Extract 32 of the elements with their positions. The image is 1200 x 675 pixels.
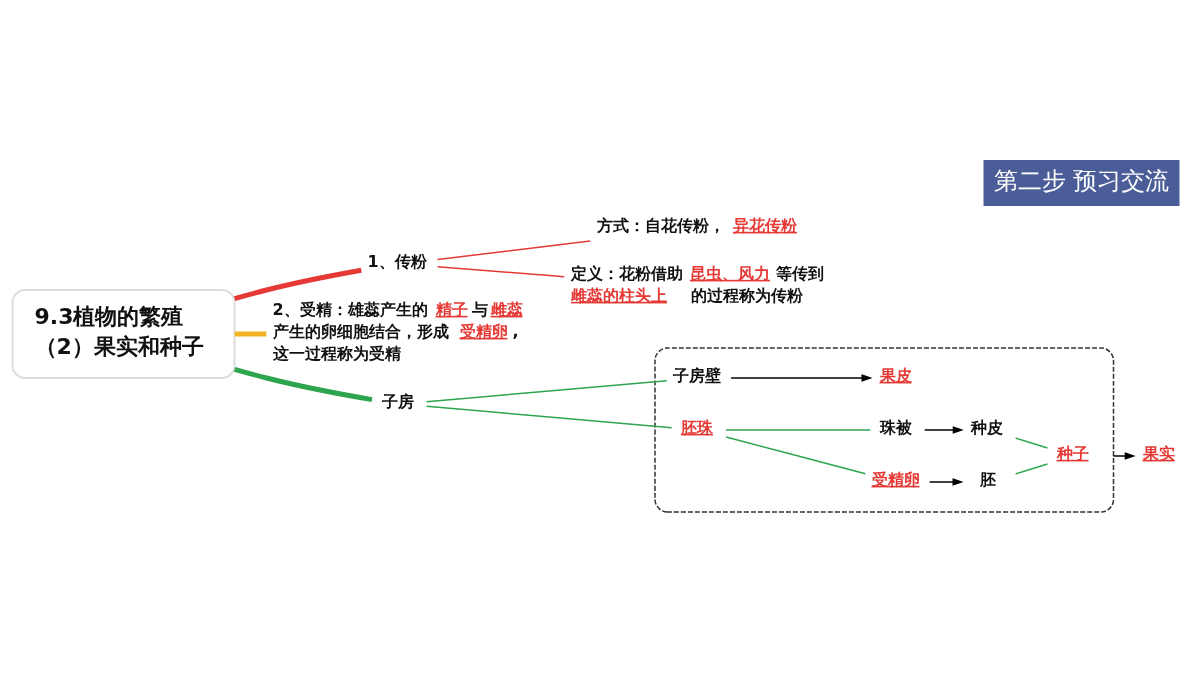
arrow [923,425,964,434]
node-text: 子房壁 [673,365,721,385]
connector [725,428,872,431]
connector [233,366,373,402]
diagram-title: 第二步 预习交流 [993,166,1170,195]
connector [1014,436,1049,449]
connector [725,435,867,475]
node-text: 定义：花粉借助昆虫、风力等传到雌蕊的柱头上的过程称为传粉 [571,263,824,305]
arrow [1112,451,1136,460]
connector [425,379,668,402]
node-text: 2、受精：雄蕊产生的精子与雌蕊产生的卵细胞结合，形成受精卵,这一过程称为受精 [272,299,523,363]
node-text: 胚 [979,469,996,489]
node-text: 受精卵 [871,469,920,489]
connector [234,331,267,336]
connector [1014,462,1049,475]
node-text: 子房 [381,391,414,411]
node-text: 果皮 [879,365,912,385]
arrow [730,373,873,382]
connector [436,239,591,260]
node-text: 种皮 [970,417,1003,437]
node-text: 果实 [1142,443,1175,463]
node-box: 9.3植物的繁殖（2）果实和种子 [11,288,236,379]
cluster [654,346,1115,513]
arrow [928,477,964,486]
connector [425,405,673,428]
node-text: 方式：自花传粉，异花传粉 [597,215,797,235]
node-text: 珠被 [879,417,912,437]
connector [233,267,362,301]
node-text: 1、传粉 [367,251,427,271]
node-text: 胚珠 [681,417,713,437]
node-text: 种子 [1056,443,1089,463]
connector [436,265,565,277]
